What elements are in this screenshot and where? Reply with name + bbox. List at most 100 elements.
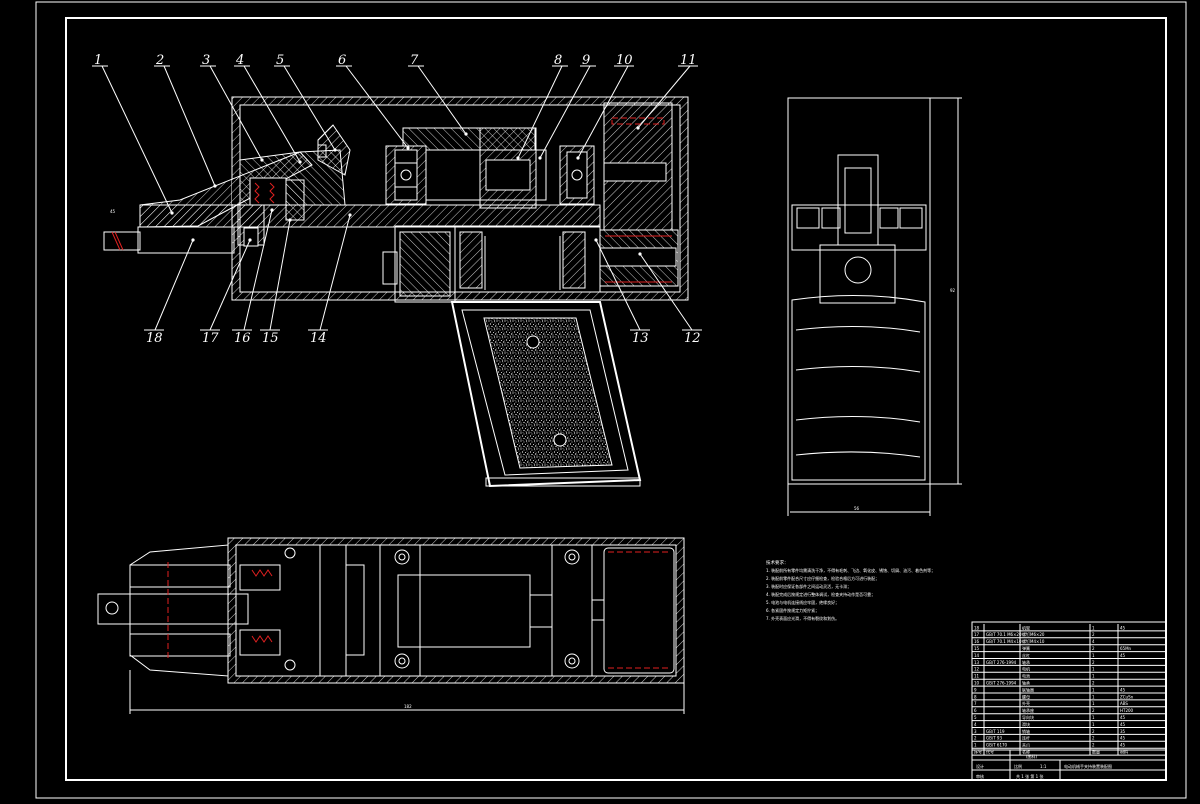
note-line: 7. 外壳表面应光滑，不得有裂纹和划伤。 bbox=[766, 615, 839, 621]
note-line: 6. 各紧固件按规定力矩拧紧； bbox=[766, 607, 819, 613]
leader-lines bbox=[101, 65, 693, 331]
bom-cell-qty: 1 bbox=[1092, 625, 1095, 630]
bom-cell-name: 电池 bbox=[1022, 673, 1030, 679]
bom-cell-qty: 2 bbox=[1092, 660, 1095, 665]
bom-cell-no: 2 bbox=[974, 736, 977, 741]
bom-cell-mat: 35 bbox=[1120, 729, 1126, 734]
left-tip bbox=[103, 231, 141, 251]
bom-cell-code: GB/T 70.1 M6×20 bbox=[986, 632, 1022, 637]
bom-cell-name: 轴承 bbox=[1022, 659, 1030, 665]
balloon-14: 14 bbox=[310, 331, 327, 346]
balloon-18: 18 bbox=[146, 331, 163, 346]
bom-cell-no: 序号 bbox=[974, 749, 982, 755]
bom-cell-no: 12 bbox=[974, 667, 980, 672]
bom-cell-name: 螺钉M4×10 bbox=[1022, 638, 1045, 644]
bom-cell-qty: 数量 bbox=[1092, 749, 1100, 755]
bom-cell-name: 名称 bbox=[1022, 749, 1030, 755]
bom-cell-name: 电机 bbox=[1022, 666, 1030, 672]
balloon-11: 11 bbox=[680, 53, 697, 68]
bom-cell-qty: 2 bbox=[1092, 736, 1095, 741]
bom-cell-name: 轴承 bbox=[1022, 680, 1030, 686]
balloon-2: 2 bbox=[155, 53, 164, 68]
bom-cell-qty: 2 bbox=[1092, 743, 1095, 748]
note-line: 5. 电池与电机连接线应牢固，绝缘良好； bbox=[766, 599, 839, 605]
bom-cell-no: 4 bbox=[974, 722, 977, 727]
tb-designer: 设计 bbox=[976, 763, 984, 769]
bom-cell-no: 8 bbox=[974, 694, 977, 699]
dim-side-height: 92 bbox=[950, 288, 956, 293]
balloon-15: 15 bbox=[262, 331, 279, 346]
balloon-4: 4 bbox=[235, 53, 244, 68]
bom-cell-no: 7 bbox=[974, 701, 977, 706]
tb-checker: 审核 bbox=[976, 773, 984, 779]
outer-border bbox=[35, 1, 1187, 799]
bom-cell-qty: 4 bbox=[1092, 639, 1095, 644]
bom-cell-no: 18 bbox=[974, 625, 980, 630]
bom-cell-code: GB/T 6170 bbox=[986, 743, 1008, 748]
bom-cell-no: 1 bbox=[974, 743, 977, 748]
bom-cell-name: 机架 bbox=[1022, 624, 1030, 630]
bom-cell-no: 15 bbox=[974, 646, 980, 651]
balloon-9: 9 bbox=[582, 53, 590, 68]
balloon-5: 5 bbox=[276, 53, 284, 68]
bom-cell-no: 5 bbox=[974, 715, 977, 720]
bom-cell-code: GB/T 70.1 M4×10 bbox=[986, 639, 1022, 644]
bom-cell-no: 13 bbox=[974, 660, 980, 665]
balloon-16: 16 bbox=[234, 331, 251, 346]
bom-cell-qty: 1 bbox=[1092, 715, 1095, 720]
bom-cell-name: 联轴器 bbox=[1022, 686, 1034, 692]
tb-product: 电动机械手夹持装置装配图 bbox=[1064, 763, 1112, 769]
side-view: 56 92 bbox=[787, 97, 962, 516]
balloon-1: 1 bbox=[94, 53, 102, 68]
grip-texture bbox=[483, 317, 613, 469]
bom-cell-name: 丝杠 bbox=[1022, 652, 1030, 658]
bom-cell-mat: 45 bbox=[1120, 736, 1126, 741]
dim-left-tip: 45 bbox=[110, 209, 116, 214]
bom-cell-mat: 45 bbox=[1120, 715, 1126, 720]
dim-side-width: 56 bbox=[854, 506, 860, 511]
bom-cell-name: 销轴 bbox=[1022, 728, 1030, 734]
balloon-7: 7 bbox=[410, 53, 419, 68]
gear-box bbox=[454, 225, 601, 293]
frame-block bbox=[137, 226, 235, 254]
plan-view: 182 bbox=[97, 537, 685, 714]
bom-cell-no: 6 bbox=[974, 708, 977, 713]
bom-cell-name: 螺钉M6×20 bbox=[1022, 631, 1045, 637]
tb-scale-label: 比例 bbox=[1014, 763, 1022, 769]
bom-cell-qty: 2 bbox=[1092, 708, 1095, 713]
bom-cell-qty: 2 bbox=[1092, 729, 1095, 734]
bom-cell-qty: 1 bbox=[1092, 694, 1095, 699]
notes-title: 技术要求： bbox=[766, 559, 789, 566]
label-underlines bbox=[92, 65, 702, 331]
bom-cell-qty: 1 bbox=[1092, 674, 1095, 679]
bom-cell-code: GB/T 276-1994 bbox=[986, 660, 1017, 665]
technical-notes: 技术要求： 1. 装配前所有零件均需清洗干净，不得有毛刺、飞边、氧化皮、锈蚀、切… bbox=[766, 559, 935, 621]
bom-cell-no: 10 bbox=[974, 681, 980, 686]
main-section-view: 1 2 3 4 5 6 7 8 9 10 11 12 13 14 15 16 1… bbox=[92, 53, 702, 488]
bom-cell-qty: 2 bbox=[1092, 646, 1095, 651]
bom-cell-no: 9 bbox=[974, 687, 977, 692]
bom-cell-code: GB/T 276-1994 bbox=[986, 681, 1017, 686]
note-line: 4. 装配完成后按规定进行整体调试，检查夹持动作是否可靠； bbox=[766, 591, 875, 597]
inner-border bbox=[65, 17, 1167, 781]
balloon-6: 6 bbox=[338, 53, 346, 68]
screw-head bbox=[285, 179, 305, 221]
bom-cell-name: 连杆 bbox=[1022, 735, 1030, 741]
bom-cell-mat: 45 bbox=[1120, 653, 1126, 658]
bom-cell-code: 代号 bbox=[986, 749, 994, 755]
bom-cell-name: 轴承座 bbox=[1022, 707, 1034, 713]
bom-cell-name: 夹爪 bbox=[1022, 742, 1030, 748]
bom-cell-mat: 45 bbox=[1120, 687, 1126, 692]
housing-rib bbox=[402, 127, 536, 151]
tb-scale: 1:1 bbox=[1040, 764, 1047, 769]
bom-cell-qty: 2 bbox=[1092, 681, 1095, 686]
bom-cell-no: 16 bbox=[974, 639, 980, 644]
bom-cell-name: 螺母 bbox=[1022, 693, 1030, 699]
title-block: (图样) 比例 1:1 电动机械手夹持装置装配图 共 1 张 第 1 张 设计 … bbox=[971, 749, 1167, 781]
bom-cell-qty: 1 bbox=[1092, 687, 1095, 692]
balloon-12: 12 bbox=[684, 331, 701, 346]
note-line: 2. 装配前零件配合尺寸应仔细检查，检验合格后方可进行装配； bbox=[766, 575, 879, 581]
